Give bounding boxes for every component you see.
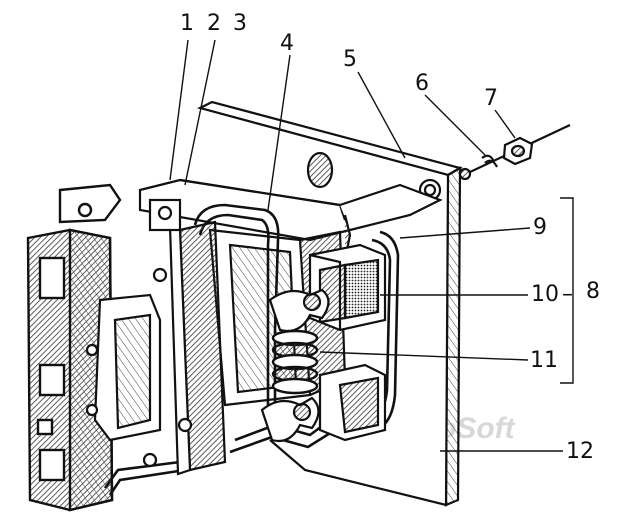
lower-wing-nut bbox=[260, 396, 320, 443]
leader-lines bbox=[169, 39, 574, 452]
callout-9: 9 bbox=[533, 215, 547, 240]
upper-wing-nut bbox=[268, 288, 330, 333]
bolt-assembly bbox=[458, 124, 571, 181]
callout-6: 6 bbox=[415, 71, 429, 96]
callout-4: 4 bbox=[280, 31, 294, 56]
group-dash: – bbox=[562, 282, 573, 307]
spring bbox=[271, 329, 319, 395]
top-frame bbox=[138, 178, 443, 261]
center-post bbox=[148, 198, 227, 476]
callout-3: 3 bbox=[233, 11, 247, 36]
lower-magnet-block bbox=[318, 363, 387, 442]
callout-1: 1 bbox=[180, 11, 194, 36]
upper-magnet-block bbox=[308, 243, 387, 332]
callout-12: 12 bbox=[566, 439, 594, 464]
callout-10: 10 bbox=[531, 282, 559, 307]
side-mechanism-plate bbox=[85, 267, 193, 468]
callout-8: 8 bbox=[586, 279, 600, 304]
callout-2: 2 bbox=[207, 11, 221, 36]
callout-7: 7 bbox=[484, 86, 498, 111]
callout-5: 5 bbox=[343, 47, 357, 72]
callout-labels: 1 2 3 4 5 6 7 8 9 10 – 11 12 bbox=[180, 11, 600, 464]
callout-11: 11 bbox=[530, 348, 558, 373]
